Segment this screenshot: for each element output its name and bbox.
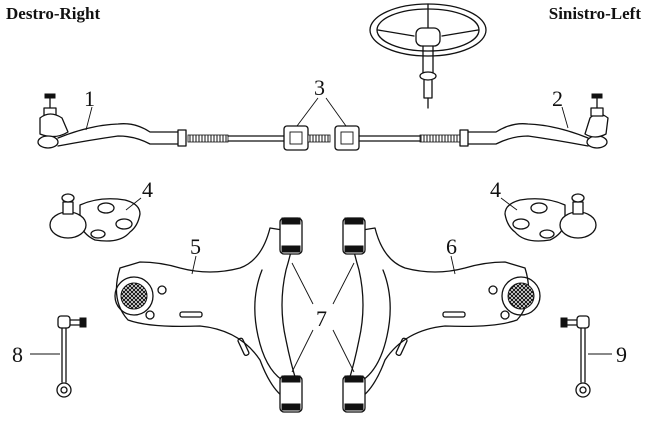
- leader-lines: [30, 97, 612, 373]
- callout-2: 2: [552, 86, 563, 111]
- control-arm-right-drawing: [114, 217, 303, 413]
- ball-joint-right-drawing: [49, 193, 141, 242]
- callout-9: 9: [616, 342, 627, 367]
- control-arm-left-drawing: [342, 217, 541, 413]
- steering-wheel-drawing: [369, 3, 487, 109]
- right-side-label: Destro-Right: [6, 4, 101, 23]
- callout-4-left: 4: [490, 177, 501, 202]
- callout-1: 1: [84, 86, 95, 111]
- callout-5: 5: [190, 234, 201, 259]
- callout-7: 7: [316, 306, 327, 331]
- tie-rod-assembly-drawing: [37, 93, 609, 151]
- left-side-label: Sinistro-Left: [548, 4, 641, 23]
- stabilizer-link-right-drawing: [56, 315, 87, 398]
- ball-joint-left-drawing: [504, 193, 597, 242]
- callout-6: 6: [446, 234, 457, 259]
- callout-4-right: 4: [142, 177, 153, 202]
- stabilizer-link-left-drawing: [560, 315, 591, 398]
- callout-3: 3: [314, 75, 325, 100]
- callout-8: 8: [12, 342, 23, 367]
